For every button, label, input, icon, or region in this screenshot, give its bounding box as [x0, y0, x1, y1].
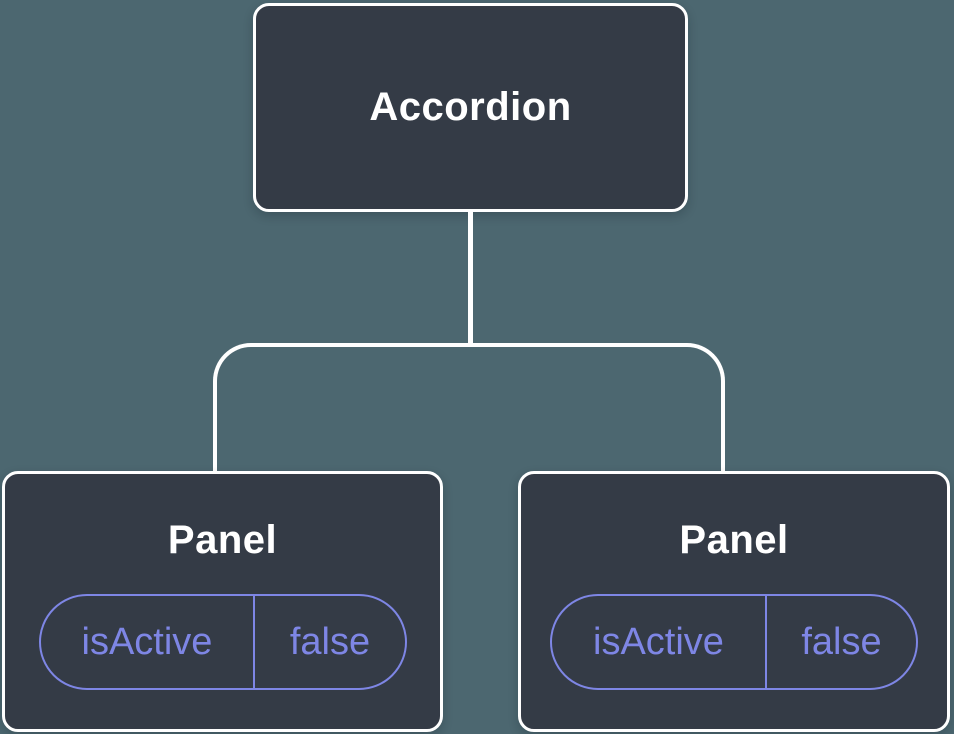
panel-right-state-key: isActive [552, 596, 767, 688]
panel-node-right: Panel isActive false [518, 471, 950, 732]
panel-left-label: Panel [167, 518, 278, 562]
tree-connector-bracket [213, 343, 725, 471]
accordion-node-label: Accordion [369, 85, 572, 129]
panel-right-state-pill: isActive false [550, 594, 918, 690]
tree-connector-stem [468, 211, 473, 347]
panel-right-label: Panel [679, 518, 789, 562]
panel-node-left: Panel isActive false [2, 471, 443, 732]
panel-left-state-pill: isActive false [38, 594, 407, 690]
panel-left-state-key: isActive [41, 596, 256, 688]
accordion-node: Accordion [253, 3, 688, 212]
panel-left-state-value: false [289, 620, 371, 663]
panel-right-state-value: false [801, 620, 882, 663]
